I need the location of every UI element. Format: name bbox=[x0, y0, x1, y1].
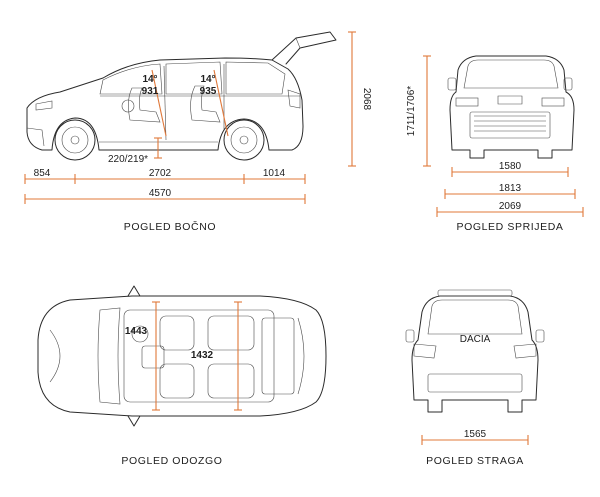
rear-seat-angle-value: 935 bbox=[200, 86, 217, 97]
tailgate-height-label: 2068 bbox=[361, 88, 372, 111]
rear-track-label: 1565 bbox=[464, 429, 487, 440]
front-seat-angle: 14° bbox=[142, 74, 157, 85]
front-height-label: 1711/1706* bbox=[406, 86, 417, 137]
side-view-caption: POGLED BOČNO bbox=[124, 220, 216, 233]
front-view-dimensions bbox=[423, 55, 584, 217]
top-view-dimensions bbox=[152, 301, 242, 411]
front-seat-angle-line bbox=[151, 69, 167, 137]
front-seat-angle-value: 931 bbox=[142, 86, 159, 97]
rear-view-dimensions bbox=[421, 435, 529, 445]
side-view-dimensions bbox=[24, 31, 356, 204]
front-interior-width-label: 1443 bbox=[125, 326, 148, 337]
rear-seat-angle-line bbox=[213, 69, 229, 137]
side-view-car bbox=[26, 31, 337, 161]
front-view-caption: POGLED SPRIJEDA bbox=[456, 221, 563, 233]
ground-clearance-label: 220/219* bbox=[108, 154, 148, 165]
top-view-caption: POGLED ODOZGO bbox=[121, 455, 222, 467]
rear-seat-angle: 14° bbox=[200, 74, 215, 85]
rear-view-caption: POGLED STRAGA bbox=[426, 455, 524, 467]
rear-view-car bbox=[405, 289, 545, 413]
front-overhang-label: 854 bbox=[34, 168, 51, 179]
length-label: 4570 bbox=[149, 188, 172, 199]
rear-overhang-label: 1014 bbox=[263, 168, 286, 179]
rear-interior-width-label: 1432 bbox=[191, 350, 214, 361]
front-view-car bbox=[447, 55, 575, 159]
rear-badge: DACIA bbox=[460, 334, 491, 345]
top-view-car bbox=[37, 285, 327, 427]
wheelbase-label: 2702 bbox=[149, 168, 172, 179]
mirror-width-label: 2069 bbox=[499, 201, 522, 212]
body-width-label: 1813 bbox=[499, 183, 522, 194]
front-track-label: 1580 bbox=[499, 161, 522, 172]
